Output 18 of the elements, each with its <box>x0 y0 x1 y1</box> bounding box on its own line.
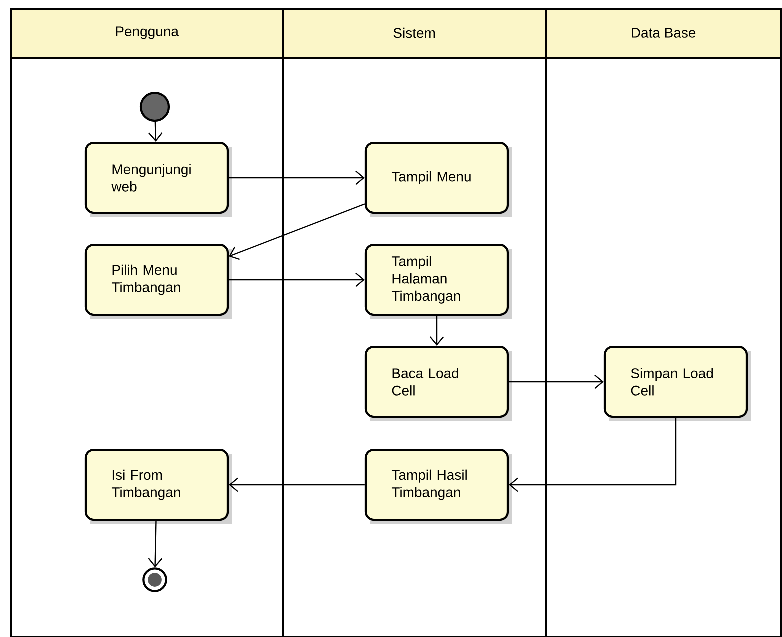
arrow <box>430 316 444 346</box>
start-node <box>140 92 170 122</box>
arrow <box>509 418 677 492</box>
arrow <box>148 122 163 142</box>
action-box: Tampil Hasil Timbangan <box>364 448 512 524</box>
action-box: Tampil Halaman Timbangan <box>364 244 512 319</box>
arrow <box>229 272 365 288</box>
action-box: Tampil Menu <box>364 142 512 217</box>
action-box: Mengunjungi web <box>84 142 232 217</box>
action-box: Baca Load Cell <box>364 346 512 421</box>
arrow <box>229 204 366 260</box>
action-box: Pilih Menu Timbangan <box>84 244 232 319</box>
arrow <box>148 521 163 568</box>
action-box: Isi From Timbangan <box>84 448 232 524</box>
arrow <box>509 374 604 390</box>
arrow <box>229 478 365 492</box>
action-box: Simpan Load Cell <box>604 346 751 421</box>
arrow <box>229 170 365 186</box>
